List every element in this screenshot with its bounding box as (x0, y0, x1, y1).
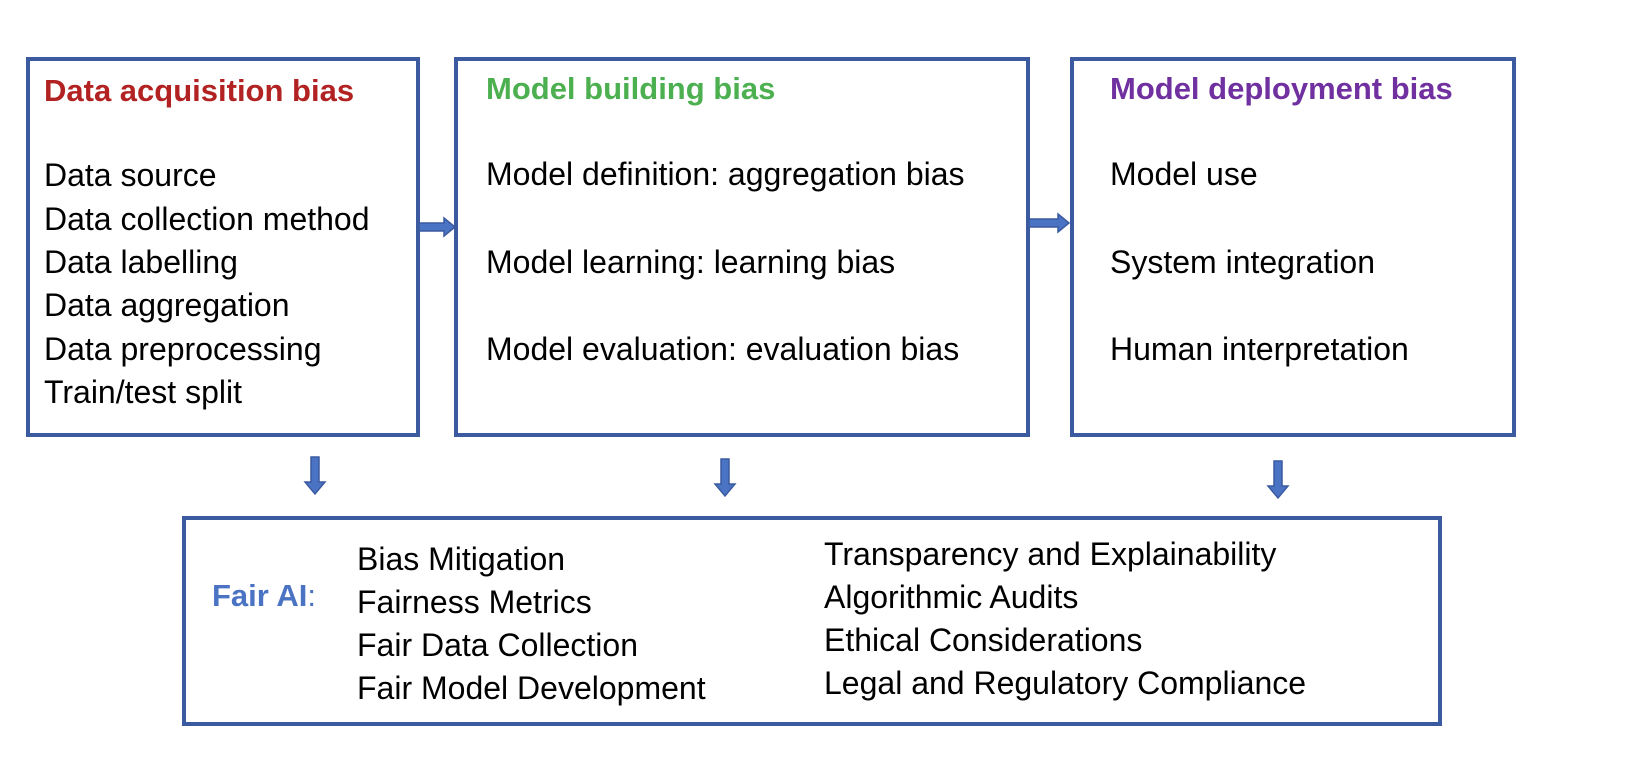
model-building-title: Model building bias (486, 71, 776, 106)
model-deployment-item: Human interpretation (1110, 331, 1409, 367)
fair-ai-item: Transparency and Explainability (824, 536, 1277, 572)
data-acquisition-item: Train/test split (44, 374, 242, 410)
model-deployment-title: Model deployment bias (1110, 71, 1453, 106)
fair-ai-colon: : (307, 578, 316, 613)
data-acquisition-item: Data aggregation (44, 287, 290, 323)
down-arrow-icon (713, 458, 737, 498)
model-deployment-item: Model use (1110, 156, 1258, 192)
down-arrow-icon (303, 456, 327, 496)
fair-ai-label: Fair AI: (212, 578, 316, 614)
fair-ai-label-text: Fair AI (212, 578, 308, 613)
data-acquisition-item: Data source (44, 157, 217, 193)
model-deployment-item: System integration (1110, 244, 1376, 280)
fair-ai-item: Ethical Considerations (824, 622, 1143, 658)
model-building-item: Model definition: aggregation bias (486, 156, 965, 192)
model-building-item: Model learning: learning bias (486, 244, 896, 280)
model-deployment-box: Model deployment bias Model use System i… (1070, 57, 1516, 437)
data-acquisition-title: Data acquisition bias (44, 73, 355, 108)
fair-ai-item: Fair Data Collection (357, 627, 638, 663)
fair-ai-item: Fairness Metrics (357, 584, 592, 620)
data-acquisition-item: Data labelling (44, 244, 238, 280)
down-arrow-icon (1266, 460, 1290, 500)
data-acquisition-item: Data collection method (44, 201, 370, 237)
model-building-item: Model evaluation: evaluation bias (486, 331, 960, 367)
fair-ai-item: Fair Model Development (357, 670, 706, 706)
data-acquisition-item: Data preprocessing (44, 331, 322, 367)
fair-ai-item: Bias Mitigation (357, 541, 566, 577)
model-building-box: Model building bias Model definition: ag… (454, 57, 1030, 437)
fair-ai-item: Legal and Regulatory Compliance (824, 665, 1307, 701)
data-acquisition-box: Data acquisition bias Data source Data c… (26, 57, 420, 437)
fair-ai-box: Fair AI: Bias Mitigation Fairness Metric… (182, 516, 1442, 726)
right-arrow-icon (1028, 212, 1071, 234)
fair-ai-item: Algorithmic Audits (824, 579, 1079, 615)
right-arrow-icon (418, 216, 457, 238)
